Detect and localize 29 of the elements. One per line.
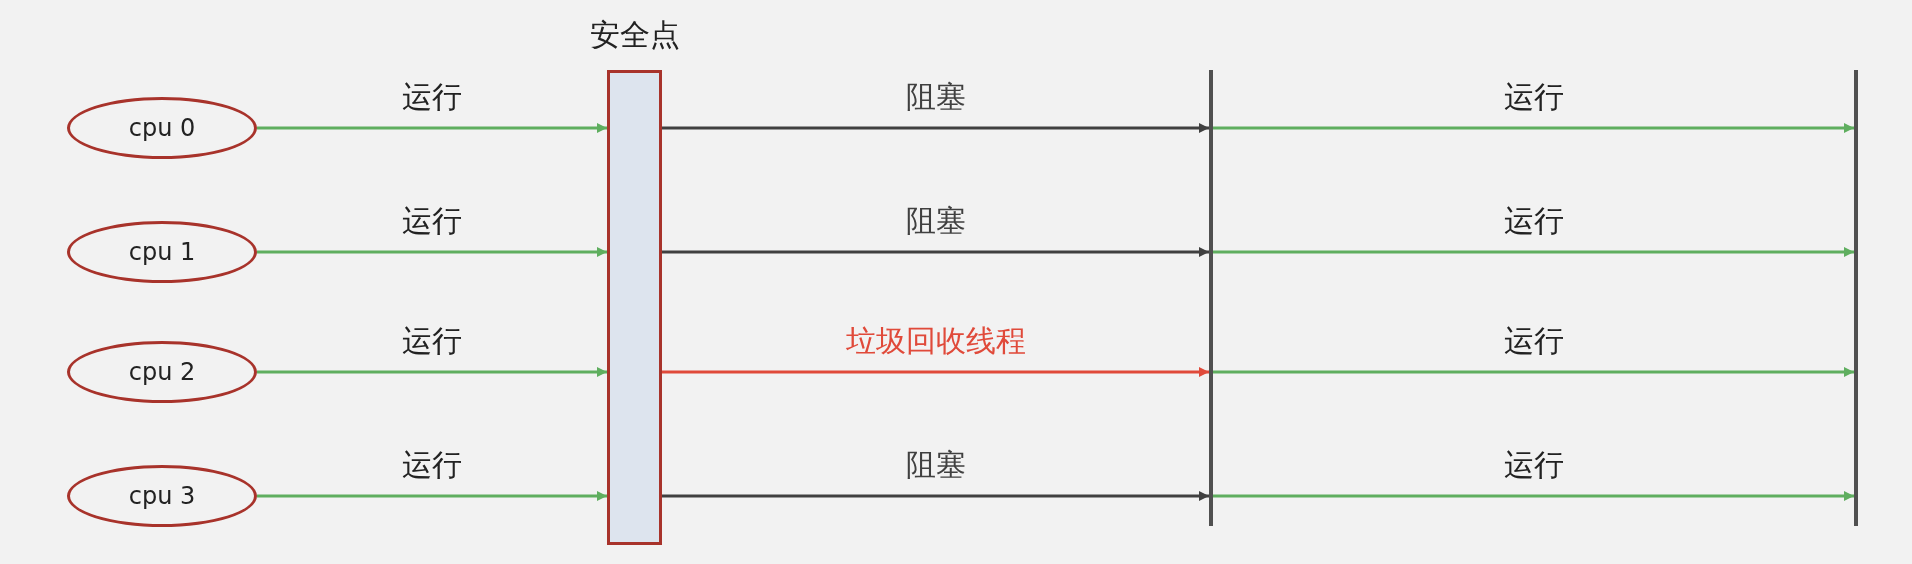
edge-label: 运行 — [1503, 326, 1564, 356]
arrow — [1213, 123, 1854, 133]
cpu-ellipse: cpu 0 — [67, 97, 257, 159]
arrow — [662, 367, 1209, 377]
edge-label: 运行 — [402, 450, 462, 480]
arrow — [1213, 367, 1854, 377]
arrow — [662, 491, 1209, 501]
arrow — [257, 491, 607, 501]
edge-label: 垃圾回收线程 — [845, 326, 1026, 356]
edge-label: 阻塞 — [905, 82, 966, 112]
cpu-ellipse: cpu 3 — [67, 465, 257, 527]
edge-label: 运行 — [402, 82, 462, 112]
arrow — [1213, 247, 1854, 257]
arrow — [1213, 491, 1854, 501]
cpu-ellipse: cpu 1 — [67, 221, 257, 283]
arrow — [257, 367, 607, 377]
bar-heading: 安全点 — [589, 20, 680, 50]
arrow — [257, 123, 607, 133]
arrow — [662, 247, 1209, 257]
edge-label: 阻塞 — [905, 206, 966, 236]
edge-label: 运行 — [1503, 450, 1564, 480]
edge-label: 运行 — [402, 206, 462, 236]
cpu-ellipse: cpu 2 — [67, 341, 257, 403]
edge-label: 运行 — [1503, 82, 1564, 112]
edge-label: 阻塞 — [905, 450, 966, 480]
arrow — [257, 247, 607, 257]
edge-label: 运行 — [1503, 206, 1564, 236]
arrow — [662, 123, 1209, 133]
edge-label: 运行 — [402, 326, 462, 356]
